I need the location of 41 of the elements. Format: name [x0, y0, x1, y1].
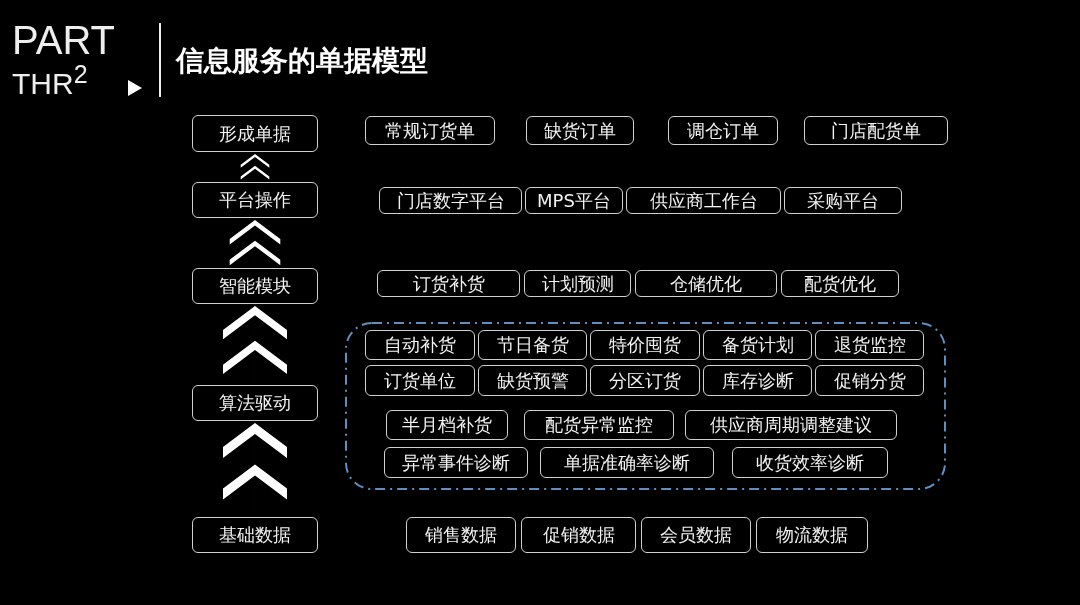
stage-box: 配货异常监控 — [524, 410, 674, 440]
stage-box: 算法驱动 — [192, 385, 318, 421]
item-box: 会员数据 — [641, 517, 751, 553]
item-box: 调仓订单 — [668, 116, 778, 145]
stage-box: 缺货预警 — [478, 365, 587, 396]
title: 信息服务的单据模型 — [176, 43, 428, 79]
item-box: 缺货订单 — [526, 116, 634, 145]
stage-box: 特价囤货 — [590, 330, 700, 360]
stage-box: 订货单位 — [365, 365, 475, 396]
stage-box: 平台操作 — [192, 182, 318, 218]
item-box: 备货计划 — [703, 330, 812, 360]
item-box: 门店配货单 — [804, 116, 948, 145]
stage-box: 异常事件诊断 — [384, 447, 528, 478]
stage-box: 单据准确率诊断 — [540, 447, 714, 478]
item-box: 采购平台 — [784, 187, 902, 214]
item-box: 促销分货 — [815, 365, 924, 396]
item-box: 常规订货单 — [365, 116, 495, 145]
stage-box: 半月档补货 — [386, 410, 508, 440]
part-label: PART — [12, 20, 115, 60]
part-label: THR$^{2}$ — [12, 62, 88, 99]
dashed-group-frame — [345, 322, 946, 490]
stage-box: 基础数据 — [192, 517, 318, 553]
item-box: MPS平台 — [525, 187, 623, 214]
stage-box: 智能模块 — [192, 268, 318, 304]
item-box: 订货补货 — [377, 270, 520, 297]
item-box: 促销数据 — [521, 517, 636, 553]
item-box: 物流数据 — [756, 517, 868, 553]
item-box: 销售数据 — [406, 517, 516, 553]
item-box: 收货效率诊断 — [732, 447, 888, 478]
item-box: 库存诊断 — [703, 365, 812, 396]
item-box: 计划预测 — [524, 270, 631, 297]
item-box: 供应商周期调整建议 — [685, 410, 897, 440]
item-box: 门店数字平台 — [379, 187, 522, 214]
item-box: 配货优化 — [781, 270, 899, 297]
stage-box: 节日备货 — [478, 330, 587, 360]
item-box: 仓储优化 — [635, 270, 777, 297]
item-box: 供应商工作台 — [626, 187, 781, 214]
item-box: 退货监控 — [815, 330, 924, 360]
stage-box: 形成单据 — [192, 115, 318, 152]
stage-box: 分区订货 — [590, 365, 700, 396]
stage-box: 自动补货 — [365, 330, 475, 360]
